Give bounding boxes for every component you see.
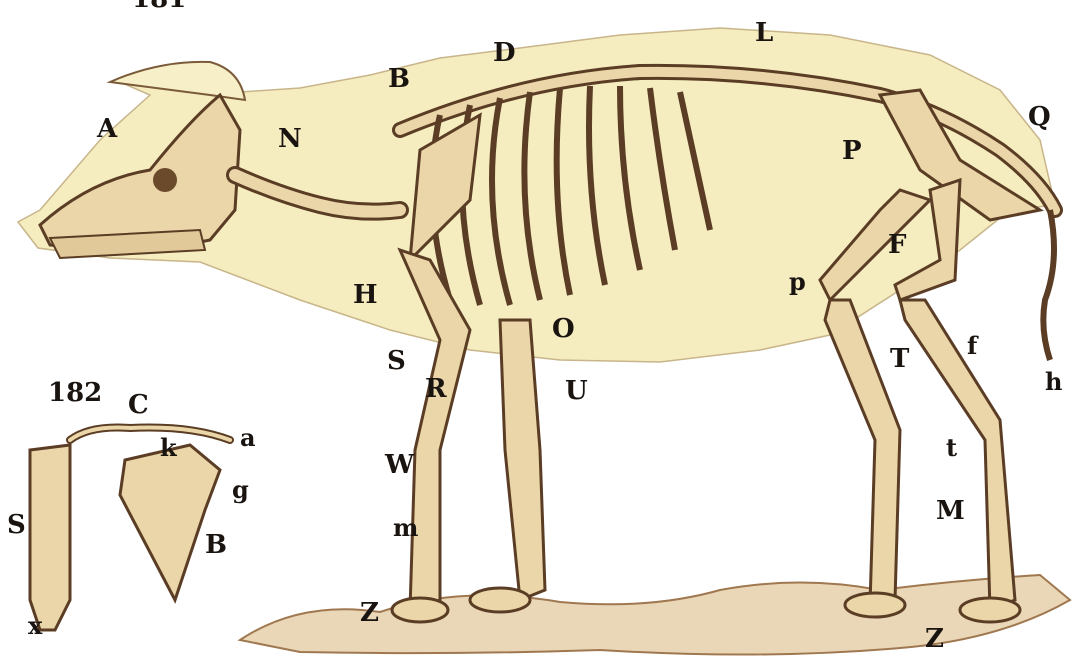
eye-socket	[153, 168, 177, 192]
figure-number-181: 181	[132, 0, 186, 12]
inset-scapula	[120, 445, 220, 600]
label-T: T	[890, 346, 909, 372]
inset-sternum	[30, 445, 70, 630]
inset-label-C: C	[128, 392, 149, 418]
label-M: M	[936, 498, 965, 524]
label-h: h	[1045, 370, 1062, 394]
label-Q: Q	[1028, 104, 1051, 130]
label-A: A	[97, 116, 117, 142]
label-D: D	[493, 40, 516, 66]
label-Z-rear: Z	[925, 626, 944, 652]
label-t: t	[946, 436, 957, 460]
tail	[1043, 210, 1054, 360]
label-f: f	[967, 334, 977, 358]
inset-label-x: x	[28, 614, 42, 638]
inset-label-k: k	[160, 436, 177, 460]
label-W: W	[385, 452, 414, 478]
inset-label-a: a	[240, 426, 256, 450]
label-U: U	[565, 378, 588, 404]
label-m: m	[393, 516, 418, 540]
label-O: O	[552, 316, 575, 342]
label-P: P	[842, 138, 862, 164]
label-p: p	[789, 270, 806, 294]
inset-label-S: S	[7, 512, 26, 538]
inset-figure-182	[30, 428, 230, 631]
inset-label-B: B	[205, 532, 227, 558]
label-S: S	[387, 348, 406, 374]
label-R: R	[425, 376, 447, 402]
label-L: L	[755, 20, 773, 46]
figure-number-182: 182	[48, 380, 102, 406]
label-N: N	[278, 126, 302, 152]
label-B: B	[388, 66, 410, 92]
label-Z-front: Z	[360, 600, 379, 626]
label-H: H	[353, 282, 378, 308]
label-F: F	[888, 232, 906, 258]
inset-label-g: g	[232, 478, 249, 502]
